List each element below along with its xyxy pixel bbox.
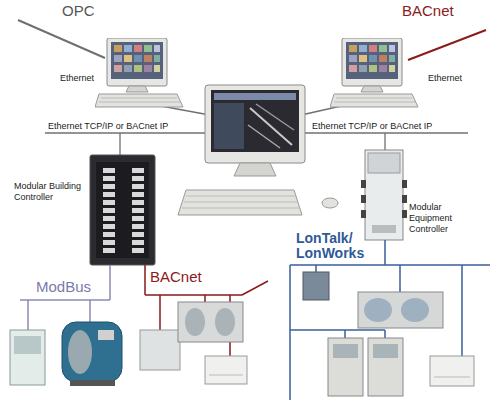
ethernet-wires-part [45,132,208,133]
controller-label: Modular Equipment Controller [409,202,471,235]
lonworks-devices-part [358,292,443,328]
building-controller: Modular Building Controller [90,155,155,265]
bus-label: Ethernet TCP/IP or BACnet IP [312,121,432,132]
ethernet-wires-part [119,133,120,155]
lonworks-devices-part [368,338,403,396]
equipment-controller-module-part [372,225,396,233]
central-workstation-part [211,90,299,152]
equipment-controller-module-part [368,153,400,173]
bacnet-devices-part [205,356,247,384]
central-workstation [178,85,338,215]
central-workstation-part [214,103,244,149]
bacnet-devices-part [209,375,243,376]
equipment-controller-module-part [361,210,366,218]
central-workstation-part [256,104,294,130]
equipment-controller-module-part [402,210,407,218]
ethernet-wires-part [18,20,105,58]
central-workstation-part [214,93,296,100]
network-name: BACnet [150,268,202,286]
workstation [95,38,418,107]
link-label: Ethernet [60,73,94,84]
modbus-devices-part [98,330,114,340]
bacnet-wire [408,30,486,60]
central-workstation-part [322,198,338,208]
lonworks-devices-part [364,298,392,322]
equipment-controller-module-part [361,195,366,203]
lonworks-devices-part [373,344,398,358]
workstation-part [330,38,418,107]
modbus-devices-part [14,336,41,354]
bacnet-devices-part [178,302,243,342]
lonworks-devices-part [430,356,474,386]
modbus-devices-part [68,330,92,374]
lonworks-wires [290,240,490,400]
link-label: Ethernet [428,73,462,84]
bacnet-devices [140,302,247,384]
bacnet-devices-part [185,308,205,336]
central-workstation-part [184,202,298,203]
building-controller-cabinet-part [103,168,144,253]
equipment-controller-module-part [402,180,407,188]
network-name: LonTalk/ LonWorks [296,231,368,261]
network-name: OPC [62,2,95,20]
lonworks-devices-part [333,344,358,358]
bacnet-devices-part [140,330,180,370]
building-controller-cabinet [90,155,155,265]
lonworks-devices-part [303,272,329,300]
modbus-devices [10,322,122,386]
controller-label: Modular Building Controller [14,181,84,203]
modbus-devices-part [70,380,115,386]
equipment-controller-module [361,150,407,240]
equipment-controller-module-part [365,150,403,240]
bacnet-wire-part [408,30,486,60]
equipment-controller-module-part [361,180,366,188]
lonworks-devices-part [328,338,363,396]
building-controller-cabinet-part [90,155,155,265]
bus-label: Ethernet TCP/IP or BACnet IP [48,121,168,132]
modbus-devices-part [10,330,45,385]
modbus-devices-part [62,322,122,382]
lonworks-devices-part [401,298,429,322]
equipment-controller-module-part [402,195,407,203]
network-name: BACnet [402,2,454,20]
central-workstation-part [205,85,305,163]
central-workstation-part [182,208,300,209]
modbus-wires-part [20,265,110,330]
building-controller-cabinet-part [96,162,149,258]
lonworks-wires-part [290,240,490,400]
network-name: ModBus [36,278,91,296]
lonworks-devices-part [434,377,470,378]
central-workstation-part [178,190,302,215]
equipment-controller: Modular Equipment Controller [361,150,407,242]
central-workstation-part [234,163,276,176]
lonworks-devices [303,272,474,396]
central-workstation-part [186,196,296,197]
bacnet-devices-part [215,308,235,336]
central-workstation-part [248,125,280,148]
ethernet-wires-part [384,133,385,150]
workstation-part [95,38,183,107]
modbus-wires [20,265,110,330]
